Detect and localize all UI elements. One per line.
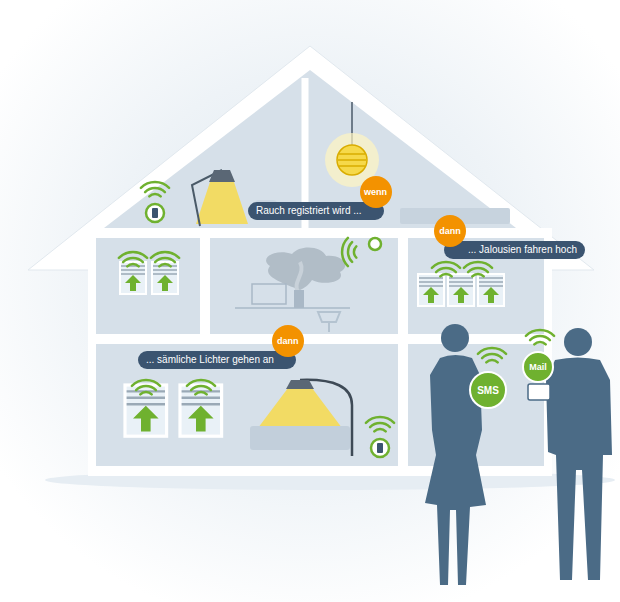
radio-waves	[119, 252, 147, 266]
window-blind	[120, 262, 146, 294]
radio-waves	[342, 238, 356, 266]
action-callout: ... sämliche Lichter gehen an	[138, 351, 296, 369]
radio-waves	[141, 182, 169, 196]
node-label: Mail	[529, 362, 547, 372]
desk-lamp-shade	[209, 170, 235, 182]
light-cone	[196, 182, 248, 224]
man-head	[564, 328, 592, 356]
node-label: ... Jalousien fahren hoch	[468, 243, 577, 257]
node-label: SMS	[477, 385, 499, 396]
lamp-stripe	[338, 159, 366, 161]
tablet	[528, 384, 550, 400]
light-cone	[255, 388, 345, 432]
lamp-stripe	[339, 153, 365, 155]
arc-lamp-shade	[286, 380, 314, 389]
man-silhouette	[546, 358, 612, 581]
arc-lamp	[300, 380, 352, 456]
window-blind	[448, 274, 474, 306]
radio-waves	[432, 262, 460, 276]
window-blind	[418, 274, 444, 306]
radio-waves	[478, 348, 506, 362]
notification-badge: Mail	[522, 351, 554, 383]
node-label: wenn	[364, 187, 387, 197]
desk	[235, 307, 350, 309]
monitor	[252, 284, 286, 304]
house-body	[88, 228, 552, 476]
room	[96, 344, 398, 466]
plug-icon	[377, 443, 383, 453]
condition-callout: Rauch registriert wird ...	[248, 202, 384, 220]
smoke-detector	[369, 238, 381, 250]
smart-plug	[146, 204, 164, 222]
computer	[294, 290, 304, 308]
window-blind	[152, 262, 178, 294]
radio-waves	[187, 380, 215, 394]
radio-waves	[132, 380, 160, 394]
pendant-lamp	[337, 145, 367, 175]
sofa	[250, 426, 350, 450]
radio-waves	[464, 262, 492, 276]
woman-head	[441, 324, 469, 352]
action-callout: ... Jalousien fahren hoch	[444, 241, 585, 259]
radio-waves	[526, 330, 554, 344]
attic-room	[104, 70, 516, 228]
node-label: dann	[277, 336, 299, 346]
keyword-badge: dann	[272, 325, 304, 357]
chair	[318, 312, 340, 332]
node-label: Rauch registriert wird ...	[256, 204, 362, 218]
node-label: ... sämliche Lichter gehen an	[146, 353, 274, 367]
window-blind	[478, 274, 504, 306]
smoke-trail	[296, 262, 301, 292]
smart-plug	[371, 439, 389, 457]
room	[210, 238, 398, 334]
room	[96, 238, 200, 334]
lamp-stripe	[339, 165, 365, 167]
radio-waves	[366, 417, 394, 431]
node-label: dann	[439, 226, 461, 236]
plug-icon	[152, 208, 158, 218]
radio-waves	[151, 252, 179, 266]
notification-badge: SMS	[469, 371, 507, 409]
keyword-badge: wenn	[360, 176, 392, 208]
keyword-badge: dann	[434, 215, 466, 247]
